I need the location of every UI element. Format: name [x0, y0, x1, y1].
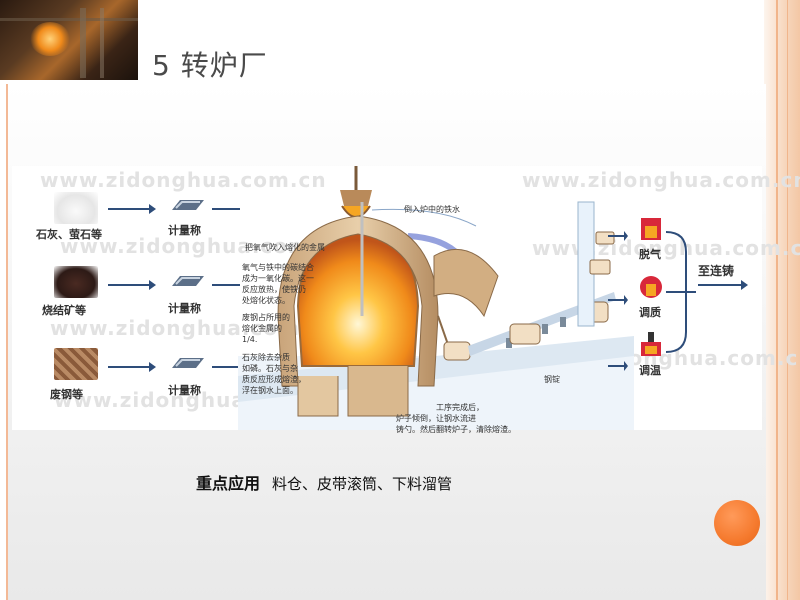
output-label: 调质 [639, 306, 661, 319]
output-connector [608, 231, 628, 371]
flow-line [212, 208, 240, 210]
annotation-scrap-share: 废钢占所用的 熔化金属的 1/4. [242, 313, 290, 344]
page-title: 5 转炉厂 [152, 49, 268, 82]
degassing-icon [641, 218, 661, 240]
scrap-steel-image [54, 348, 98, 380]
material-label: 烧结矿等 [42, 304, 86, 317]
annotation-lime: 石灰除去杂质 如磷。石灰与杂 质反应形成熔渣， 浮在钢水上面。 [242, 353, 306, 395]
converter-illustration [238, 166, 634, 430]
flow-line [212, 366, 240, 368]
scale-label: 计量称 [168, 302, 201, 315]
watermark-text: www.zidonghua.com.cn [40, 168, 327, 192]
annotation-pour-iron: 倒入炉中的铁水 [404, 205, 460, 214]
tempering-icon [640, 276, 662, 298]
flow-arrow [108, 280, 156, 290]
decorative-orange-circle [714, 500, 760, 546]
flow-arrow [698, 280, 748, 290]
left-border-line [6, 84, 8, 600]
annotation-oxidation: 氧气与铁中的碳结合 成为一氧化碳。这一 反应放热，使铁仍 处熔化状态。 [242, 263, 314, 305]
scale-label: 计量称 [168, 384, 201, 397]
output-label: 脱气 [639, 248, 661, 261]
annotation-process-done: 工序完成后， 炉子倾倒，让钢水流进 铸勺。然后翻转炉子，清除熔渣。 [396, 403, 516, 434]
lime-fluorite-image [54, 192, 98, 224]
material-label: 废钢等 [50, 388, 83, 401]
caption-strong: 重点应用 [196, 474, 261, 493]
output-label: 调温 [639, 364, 661, 377]
header-factory-photo [0, 0, 138, 80]
weighing-scale-icon [172, 200, 204, 210]
watermark-text: www.zidonghua.com.cn [532, 236, 800, 260]
right-border-line [776, 0, 778, 600]
weighing-scale-icon [172, 358, 204, 368]
material-label: 石灰、萤石等 [36, 228, 102, 241]
merge-bracket [666, 231, 696, 353]
final-label: 至连铸 [698, 264, 735, 278]
right-border-line [787, 0, 788, 600]
flow-line [212, 284, 240, 286]
weighing-scale-icon [172, 276, 204, 286]
flow-arrow [108, 362, 156, 372]
converter-process-diagram: www.zidonghua.com.cn www.zidonghua.com.c… [12, 166, 800, 434]
annotation-ingot: 钢锭 [544, 375, 560, 384]
temperature-adjust-icon [641, 332, 661, 356]
application-caption: 重点应用料仓、皮带滚筒、下料溜管 [196, 470, 452, 494]
caption-text: 料仓、皮带滚筒、下料溜管 [272, 475, 453, 493]
annotation-oxygen: 把氧气吹入熔化的金属 [245, 243, 325, 252]
watermark-text: www.zidonghua.com.cn [522, 168, 800, 192]
sinter-ore-image [54, 266, 98, 298]
right-decorative-border [764, 0, 800, 600]
scale-label: 计量称 [168, 224, 201, 237]
flow-arrow [108, 204, 156, 214]
